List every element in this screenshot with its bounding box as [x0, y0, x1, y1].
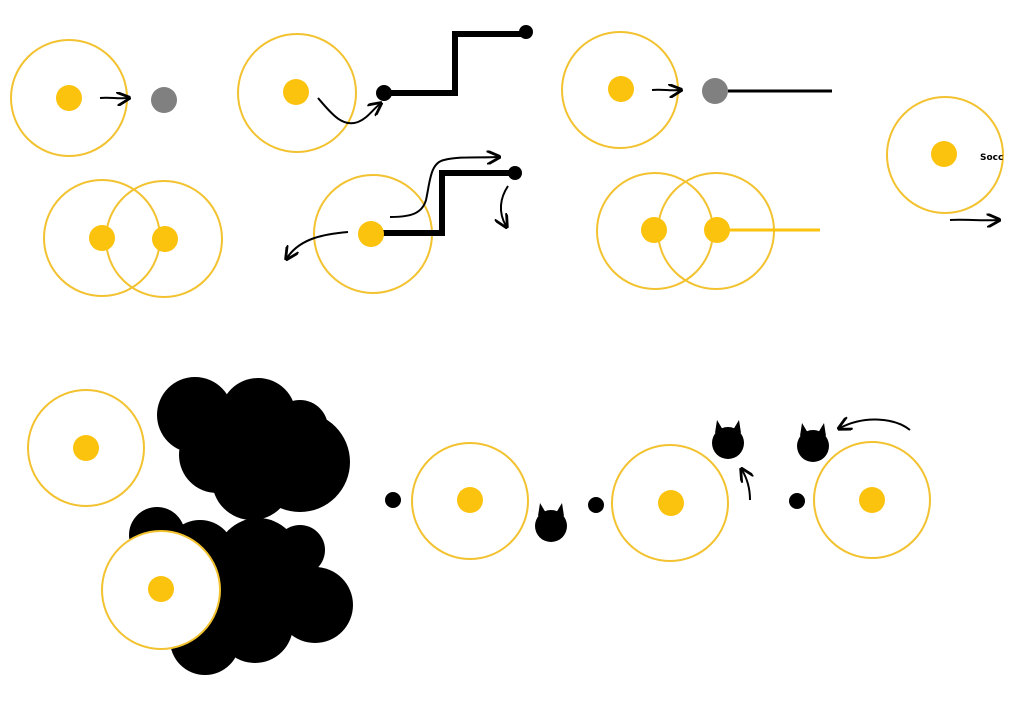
arrow-icon — [287, 231, 349, 258]
arrow-icon — [651, 90, 680, 91]
range-ring — [411, 442, 529, 560]
sun-dot — [148, 576, 174, 602]
black-blob-cluster-top — [157, 377, 350, 520]
arrow-icon — [840, 420, 911, 431]
range-ring — [237, 33, 357, 153]
panel-creature-jump — [588, 420, 750, 562]
small-dot — [789, 493, 805, 509]
arrow-icon — [389, 157, 498, 218]
range-ring — [611, 444, 729, 562]
arrow-icon — [742, 470, 750, 501]
range-ring — [886, 96, 1004, 214]
panel-creature-approach — [385, 442, 567, 560]
sun-dot — [931, 141, 957, 167]
horned-creature — [535, 503, 567, 542]
range-ring — [27, 389, 145, 507]
sun-dot — [152, 226, 178, 252]
sun-dot — [89, 225, 115, 251]
track-line — [382, 170, 516, 236]
range-ring — [813, 441, 931, 559]
sun-dot — [704, 217, 730, 243]
panel-ring-orb-line — [561, 31, 832, 149]
panel-creature-return — [789, 420, 931, 559]
arrow-icon — [949, 220, 998, 221]
small-dot — [385, 492, 401, 508]
horned-creature — [712, 420, 744, 459]
panel-overlap-with-line — [596, 172, 820, 290]
panel-ring-left-top — [27, 389, 145, 507]
ring-label: Socc — [980, 153, 1003, 163]
panel-ring-left-bottom — [101, 530, 221, 650]
panel-overlapping-rings — [43, 179, 223, 298]
arrow-icon — [317, 97, 380, 125]
gray-orb — [151, 87, 177, 113]
sun-dot — [56, 85, 82, 111]
panel-ring-to-track — [237, 25, 533, 153]
sun-dot — [358, 221, 384, 247]
sun-dot — [658, 490, 684, 516]
track-line — [384, 31, 526, 96]
sun-dot — [73, 435, 99, 461]
sun-dot — [859, 487, 885, 513]
track-node — [376, 85, 392, 101]
horned-creature — [797, 423, 829, 462]
sun-dot — [457, 487, 483, 513]
panel-ring-on-track — [287, 157, 522, 294]
panel-ring-pushes-orb — [10, 39, 177, 157]
track-node — [508, 166, 522, 180]
sun-dot — [283, 79, 309, 105]
small-dot — [588, 497, 604, 513]
sun-dot — [608, 76, 634, 102]
gray-orb — [702, 78, 728, 104]
track-node — [519, 25, 533, 39]
sun-dot — [641, 217, 667, 243]
arrow-icon — [501, 185, 508, 226]
panel-ring-label: Socc — [886, 96, 1004, 221]
arrow-icon — [99, 98, 128, 99]
